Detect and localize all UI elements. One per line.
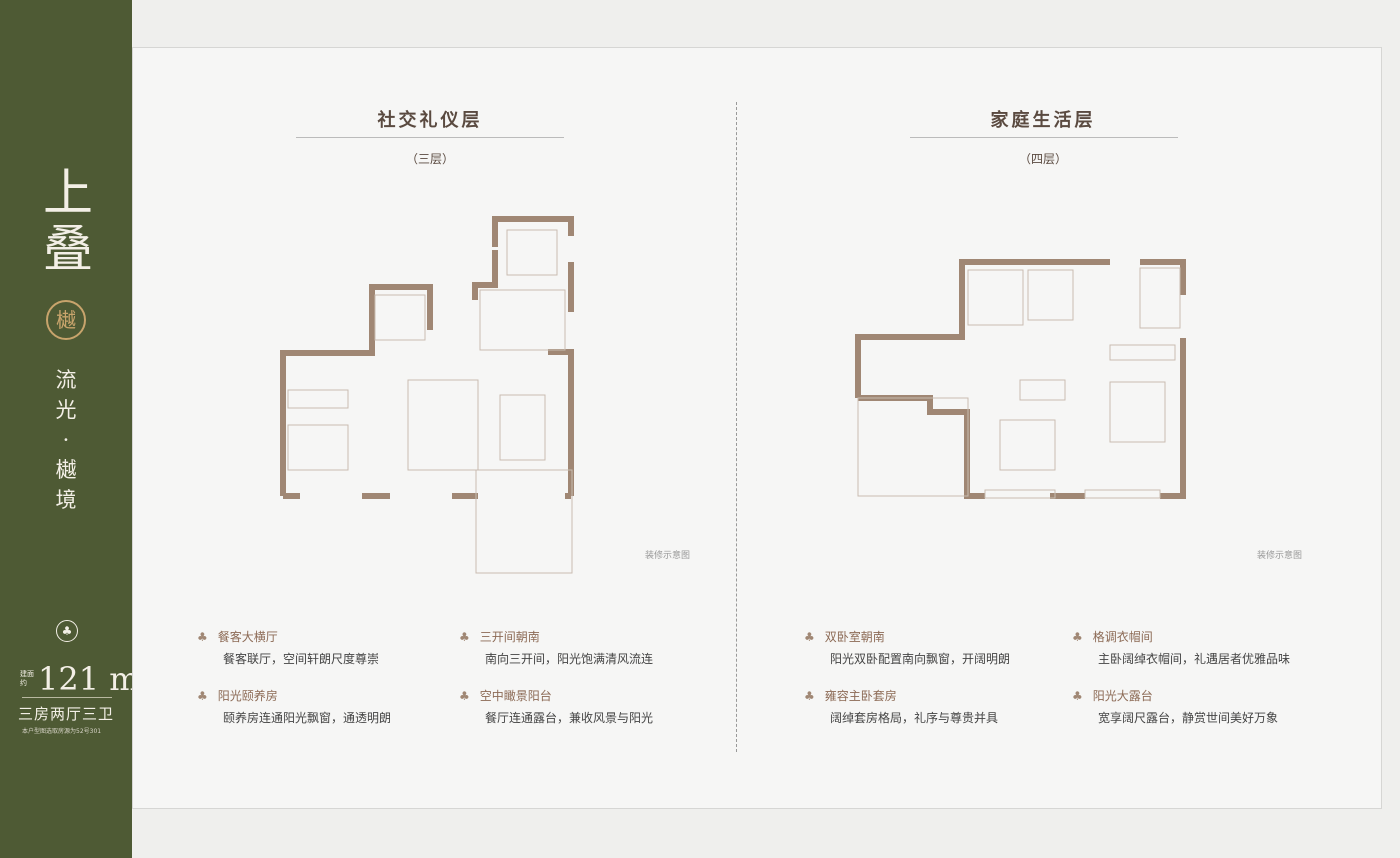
feature-title: 空中瞰景阳台 (479, 689, 552, 703)
maple-leaf-icon: ♣ (1072, 629, 1083, 644)
floor-separator (736, 102, 737, 752)
title-underline (296, 137, 564, 138)
maple-leaf-icon: ♣ (1072, 688, 1083, 703)
room-layout: 三房两厅三卫 (18, 705, 115, 723)
feature-title: 三开间朝南 (479, 630, 540, 644)
slogan-char: 流 (55, 368, 77, 392)
feature-desc: 阳光双卧配置南向飘窗，开阔明朗 (830, 652, 1011, 666)
feature-desc: 餐厅连通露台，兼收风景与阳光 (485, 711, 654, 725)
title-underline (910, 137, 1178, 138)
source-note: 本户型图选取房源为52号301 (22, 728, 102, 735)
slogan-char: · (62, 428, 70, 452)
feature-desc: 主卧阔绰衣帽间，礼遇居者优雅品味 (1098, 652, 1291, 666)
feature-title: 格调衣帽间 (1092, 630, 1153, 644)
maple-leaf-icon: ♣ (197, 688, 208, 703)
feature-title: 餐客大横厅 (217, 630, 278, 644)
feature-item: ♣ 阳光颐养房颐养房连通阳光飘窗，通透明朗 (197, 687, 391, 726)
feature-title: 阳光大露台 (1092, 689, 1153, 703)
slogan: 流 光 · 樾 境 (52, 365, 80, 515)
feature-desc: 宽享阔尺露台，静赏世间美好万象 (1098, 711, 1279, 725)
area-number: 121 (38, 660, 100, 698)
maple-leaf-icon: ♣ (197, 629, 208, 644)
slogan-char: 光 (55, 398, 77, 422)
maple-leaf-icon: ♣ (804, 629, 815, 644)
feature-item: ♣ 格调衣帽间主卧阔绰衣帽间，礼遇居者优雅品味 (1072, 628, 1290, 667)
floor-title: 社交礼仪层 (377, 110, 483, 131)
maple-leaf-icon: ♣ (459, 688, 470, 703)
feature-item: ♣ 三开间朝南南向三开间，阳光饱满清风流连 (459, 628, 653, 667)
divider (22, 697, 112, 698)
floorplan-caption: 装修示意图 (1257, 551, 1303, 561)
feature-item: ♣ 雍容主卧套房阔绰套房格局，礼序与尊贵并具 (804, 687, 998, 726)
feature-item: ♣ 空中瞰景阳台餐厅连通露台，兼收风景与阳光 (459, 687, 653, 726)
feature-item: ♣ 阳光大露台宽享阔尺露台，静赏世间美好万象 (1072, 687, 1278, 726)
seal-logo: 樾 (46, 300, 86, 340)
feature-title: 双卧室朝南 (824, 630, 885, 644)
floor-subtitle: （四层） (1018, 152, 1067, 166)
area-prefix: 建面约 (20, 670, 34, 687)
feature-desc: 餐客联厅，空间轩朗尺度尊崇 (223, 652, 380, 666)
slogan-char: 樾 (55, 458, 77, 482)
feature-desc: 南向三开间，阳光饱满清风流连 (485, 652, 654, 666)
maple-leaf-icon: ♣ (459, 629, 470, 644)
floor-title: 家庭生活层 (990, 110, 1096, 131)
product-title: 上叠 (43, 164, 93, 278)
floorplan-caption: 装修示意图 (645, 551, 691, 561)
feature-desc: 阔绰套房格局，礼序与尊贵并具 (830, 711, 999, 725)
floorplan-card (132, 47, 1382, 809)
feature-desc: 颐养房连通阳光飘窗，通透明朗 (223, 711, 392, 725)
floor-subtitle: （三层） (405, 152, 454, 166)
feature-item: ♣ 双卧室朝南阳光双卧配置南向飘窗，开阔明朗 (804, 628, 1010, 667)
feature-title: 阳光颐养房 (217, 689, 278, 703)
slogan-char: 境 (55, 488, 77, 512)
sidebar: 上叠 樾 流 光 · 樾 境 ♣ 建面约 121 m2 三房两厅三卫 本户型图选… (0, 0, 146, 858)
feature-title: 雍容主卧套房 (824, 689, 897, 703)
maple-leaf-icon: ♣ (804, 688, 815, 703)
leaf-icon: ♣ (56, 620, 78, 642)
feature-item: ♣ 餐客大横厅餐客联厅，空间轩朗尺度尊崇 (197, 628, 379, 667)
